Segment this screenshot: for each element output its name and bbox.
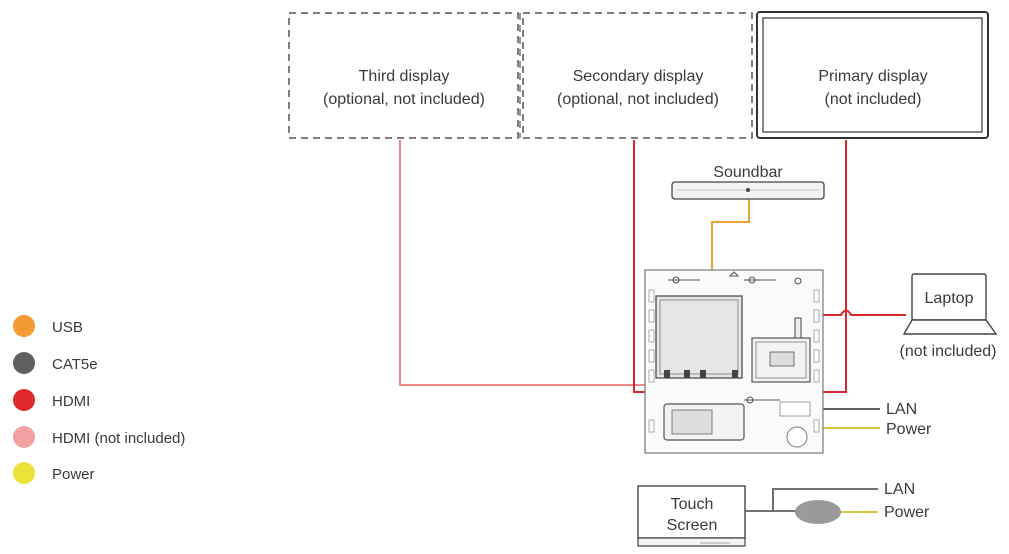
legend-label: HDMI	[52, 393, 90, 410]
touch-screen-line1: Touch	[671, 496, 714, 513]
touch-screen-line2: Screen	[667, 517, 718, 534]
legend-swatch	[13, 352, 35, 374]
legend-item: HDMI	[13, 389, 90, 411]
third-display: Third display (optional, not included)	[288, 12, 519, 139]
legend-label: CAT5e	[52, 356, 98, 373]
legend-item: HDMI (not included)	[13, 426, 185, 448]
touch-screen: Touch Screen	[637, 485, 746, 547]
legend-swatch	[13, 426, 35, 448]
secondary-display-label: Secondary display	[573, 68, 704, 85]
touch-lan-label: LAN	[884, 481, 915, 498]
legend-label: USB	[52, 319, 83, 336]
third-display-note: (optional, not included)	[323, 91, 485, 108]
primary-display-note: (not included)	[825, 91, 922, 108]
legend-item: CAT5e	[13, 352, 98, 374]
legend-swatch	[13, 315, 35, 337]
primary-display: Primary display (not included)	[756, 11, 989, 139]
primary-display-label: Primary display	[818, 68, 927, 85]
legend: USB CAT5e HDMI HDMI (not included) Power	[13, 315, 185, 484]
laptop-label: Laptop	[925, 290, 974, 307]
hdmi-not-included-cable	[399, 140, 663, 386]
rack-lan-label: LAN	[886, 401, 917, 418]
legend-item: USB	[13, 315, 83, 337]
third-display-label: Third display	[359, 68, 450, 85]
legend-label: Power	[52, 466, 95, 483]
legend-swatch	[13, 389, 35, 411]
touch-screen-cat5e-cable	[745, 488, 878, 512]
secondary-display-note: (optional, not included)	[557, 91, 719, 108]
rack-power-label: Power	[886, 421, 932, 438]
legend-item: Power	[13, 462, 95, 484]
laptop-note: (not included)	[900, 343, 997, 360]
secondary-display: Secondary display (optional, not include…	[519, 12, 753, 139]
laptop: Laptop (not included)	[900, 273, 998, 360]
legend-swatch	[13, 462, 35, 484]
soundbar: Soundbar	[671, 164, 825, 200]
hdmi-cable-laptop	[776, 309, 906, 338]
touch-power-label: Power	[884, 504, 930, 521]
legend-label: HDMI (not included)	[52, 430, 185, 447]
soundbar-label: Soundbar	[713, 164, 783, 181]
poe-injector	[795, 500, 841, 524]
mounting-plate	[644, 269, 824, 454]
